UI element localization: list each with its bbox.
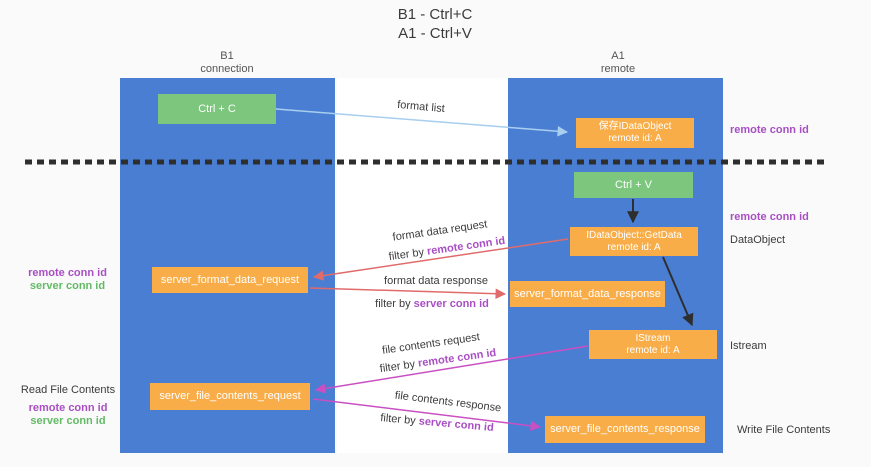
server-format-data-request-box: server_format_data_request (152, 267, 308, 293)
getdata-line1: IDataObject::GetData (586, 229, 682, 241)
left-server-conn-id-label-2: server conn id (30, 415, 106, 427)
server-file-contents-request-label: server_file_contents_request (159, 390, 301, 402)
dataobject-label: DataObject (730, 234, 786, 246)
diagram-title: B1 - Ctrl+C A1 - Ctrl+V (398, 5, 473, 43)
ctrl-c-box: Ctrl + C (158, 94, 276, 124)
right-column-header: A1 remote (601, 50, 635, 76)
left-column-name: B1 (220, 50, 234, 62)
server-file-contents-response-box: server_file_contents_response (545, 416, 705, 443)
format-data-response-filter-label: filter by server conn id (375, 298, 489, 310)
server-conn-id-text: server conn id (413, 298, 489, 310)
right-column-name: A1 (611, 50, 625, 62)
right-column-subtitle: remote (600, 63, 636, 75)
server-file-contents-request-box: server_file_contents_request (150, 383, 310, 410)
server-format-data-request-label: server_format_data_request (160, 273, 300, 286)
title-line-b1: B1 - Ctrl+C (397, 6, 473, 23)
left-column-header: B1 connection (200, 50, 253, 76)
read-file-contents-label: Read File Contents (20, 384, 116, 396)
istream-line2: remote id: A (626, 344, 680, 356)
left-server-conn-id-label: server conn id (29, 280, 106, 292)
server-file-contents-response-label: server_file_contents_response (550, 423, 700, 435)
read-file-contents-group: Read File Contents remote conn id server… (14, 384, 122, 428)
save-idataobject-line1: 保存IDataObject (598, 121, 672, 132)
filter-by-text: filter by (375, 298, 411, 310)
istream-side-label: Istream (730, 340, 767, 352)
write-file-contents-label: Write File Contents (737, 424, 831, 436)
server-format-data-response-box: server_format_data_response (510, 281, 665, 307)
format-data-response-label: format data response (384, 275, 488, 287)
idataobject-getdata-box: IDataObject::GetData remote id: A (570, 227, 698, 256)
left-conn-ids-group: remote conn id server conn id (20, 267, 115, 293)
save-idataobject-box: 保存IDataObject remote id: A (576, 118, 694, 148)
ctrl-v-box: Ctrl + V (574, 172, 693, 198)
left-remote-conn-id-label: remote conn id (28, 267, 107, 279)
istream-line1: IStream (635, 332, 671, 344)
ctrl-c-label: Ctrl + C (198, 102, 236, 115)
title-line-a1: A1 - Ctrl+V (398, 25, 472, 42)
left-remote-conn-id-label-2: remote conn id (28, 402, 108, 414)
server-format-data-response-label: server_format_data_response (514, 287, 661, 300)
getdata-line2: remote id: A (607, 241, 661, 253)
ctrl-v-label: Ctrl + V (615, 178, 652, 191)
istream-box: IStream remote id: A (589, 330, 717, 359)
right-remote-conn-id-mid-label: remote conn id (730, 211, 809, 223)
right-remote-conn-id-top-label: remote conn id (730, 124, 809, 136)
left-column-subtitle: connection (200, 63, 254, 75)
save-idataobject-line2: remote id: A (608, 133, 662, 144)
